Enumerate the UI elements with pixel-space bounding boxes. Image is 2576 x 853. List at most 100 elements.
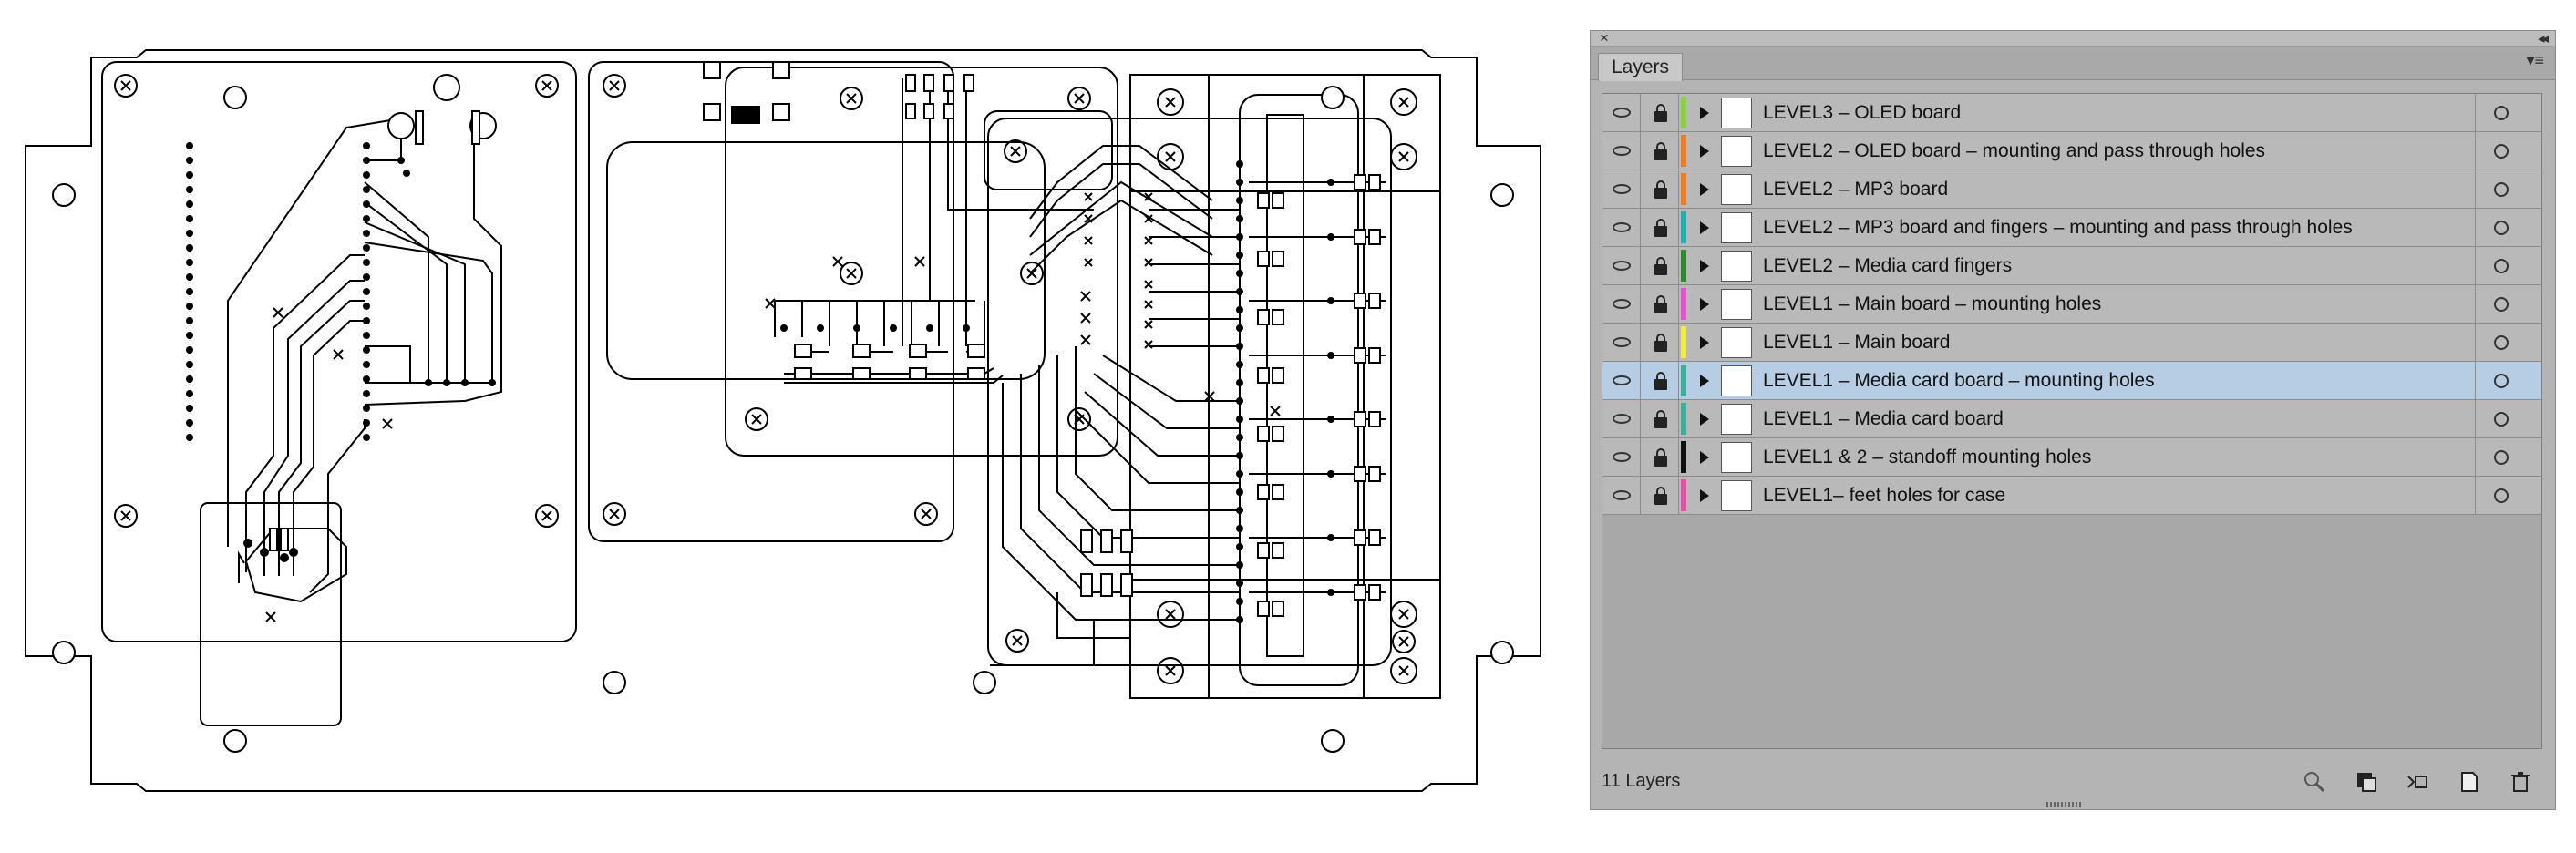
crossed-hole xyxy=(1390,657,1417,684)
divider xyxy=(2475,209,2476,246)
visibility-toggle[interactable] xyxy=(1602,400,1641,437)
expand-triangle-icon[interactable] xyxy=(1700,451,1709,464)
layer-name[interactable]: LEVEL2 – MP3 board xyxy=(1763,179,1949,200)
layer-row[interactable]: LEVEL1 – Main board xyxy=(1602,324,2541,362)
layer-name[interactable]: LEVEL2 – Media card fingers xyxy=(1763,255,2013,276)
target-circle-icon[interactable] xyxy=(2494,450,2509,465)
layer-name[interactable]: LEVEL2 – MP3 board and fingers – mountin… xyxy=(1763,217,2353,238)
mounting-hole xyxy=(603,671,626,694)
layer-name[interactable]: LEVEL1 – Main board xyxy=(1763,332,1951,353)
crossed-hole xyxy=(840,87,863,110)
lock-toggle[interactable] xyxy=(1641,477,1679,514)
layer-row[interactable]: LEVEL3 – OLED board xyxy=(1602,94,2541,132)
visibility-toggle[interactable] xyxy=(1602,247,1641,284)
layer-color-swatch xyxy=(1681,97,1686,128)
lock-toggle[interactable] xyxy=(1641,132,1679,170)
divider xyxy=(2475,132,2476,170)
lock-toggle[interactable] xyxy=(1641,362,1679,399)
layer-color-swatch xyxy=(1681,403,1686,435)
layer-row[interactable]: LEVEL2 – OLED board – mounting and pass … xyxy=(1602,132,2541,170)
create-sublayer-icon[interactable] xyxy=(2405,769,2430,795)
eye-icon xyxy=(1613,337,1631,347)
layer-row[interactable]: LEVEL2 – Media card fingers xyxy=(1602,247,2541,285)
layer-row[interactable]: LEVEL1 & 2 – standoff mounting holes xyxy=(1602,438,2541,477)
crossed-hole xyxy=(745,407,768,431)
mounting-hole xyxy=(52,641,76,664)
target-circle-icon[interactable] xyxy=(2494,259,2509,273)
panel-menu-icon[interactable]: ▾≡ xyxy=(2526,51,2544,69)
layer-color-swatch xyxy=(1681,288,1686,320)
expand-triangle-icon[interactable] xyxy=(1700,298,1709,311)
lock-toggle[interactable] xyxy=(1641,400,1679,437)
lock-icon xyxy=(1654,104,1667,122)
close-panel-icon[interactable]: × xyxy=(1600,29,1609,46)
layer-name[interactable]: LEVEL3 – OLED board xyxy=(1763,102,1962,123)
target-circle-icon[interactable] xyxy=(2494,488,2509,503)
layer-row[interactable]: LEVEL2 – MP3 board xyxy=(1602,170,2541,209)
divider xyxy=(2475,170,2476,208)
create-new-layer-icon[interactable] xyxy=(2457,769,2482,795)
expand-triangle-icon[interactable] xyxy=(1700,489,1709,502)
crossed-hole xyxy=(1020,262,1044,285)
layer-name[interactable]: LEVEL1 – Media card board – mounting hol… xyxy=(1763,370,2155,391)
layer-row[interactable]: LEVEL1– feet holes for case xyxy=(1602,477,2541,515)
expand-triangle-icon[interactable] xyxy=(1700,145,1709,158)
layer-thumbnail xyxy=(1721,365,1752,396)
make-clipping-mask-icon[interactable] xyxy=(2354,769,2379,795)
layer-name[interactable]: LEVEL1 – Media card board xyxy=(1763,408,2004,429)
target-circle-icon[interactable] xyxy=(2494,144,2509,159)
layer-row[interactable]: LEVEL1 – Media card board xyxy=(1602,400,2541,438)
artboard-drawing[interactable] xyxy=(0,0,1586,853)
layer-row[interactable]: LEVEL1 – Media card board – mounting hol… xyxy=(1602,362,2541,400)
layer-row[interactable]: LEVEL1 – Main board – mounting holes xyxy=(1602,285,2541,324)
delete-layer-icon[interactable] xyxy=(2508,769,2533,795)
visibility-toggle[interactable] xyxy=(1602,132,1641,170)
layer-row[interactable]: LEVEL2 – MP3 board and fingers – mountin… xyxy=(1602,209,2541,247)
lock-toggle[interactable] xyxy=(1641,324,1679,361)
resize-grip[interactable] xyxy=(2046,802,2083,807)
visibility-toggle[interactable] xyxy=(1602,438,1641,476)
layer-name[interactable]: LEVEL1 & 2 – standoff mounting holes xyxy=(1763,447,2092,468)
expand-triangle-icon[interactable] xyxy=(1700,375,1709,387)
expand-triangle-icon[interactable] xyxy=(1700,107,1709,119)
target-circle-icon[interactable] xyxy=(2494,335,2509,350)
expand-triangle-icon[interactable] xyxy=(1700,183,1709,196)
visibility-toggle[interactable] xyxy=(1602,324,1641,361)
visibility-toggle[interactable] xyxy=(1602,362,1641,399)
mounting-hole xyxy=(973,671,996,694)
expand-triangle-icon[interactable] xyxy=(1700,221,1709,234)
lock-toggle[interactable] xyxy=(1641,170,1679,208)
expand-triangle-icon[interactable] xyxy=(1700,413,1709,426)
collapse-panel-icon[interactable]: ◂◂ xyxy=(2537,31,2549,46)
divider xyxy=(2475,247,2476,284)
expand-triangle-icon[interactable] xyxy=(1700,260,1709,272)
target-circle-icon[interactable] xyxy=(2494,182,2509,197)
layer-name[interactable]: LEVEL2 – OLED board – mounting and pass … xyxy=(1763,140,2266,161)
visibility-toggle[interactable] xyxy=(1602,209,1641,246)
target-circle-icon[interactable] xyxy=(2494,106,2509,120)
target-circle-icon[interactable] xyxy=(2494,297,2509,312)
lock-toggle[interactable] xyxy=(1641,247,1679,284)
crossed-hole xyxy=(1390,143,1417,170)
visibility-toggle[interactable] xyxy=(1602,477,1641,514)
layer-thumbnail xyxy=(1721,480,1752,511)
mounting-hole xyxy=(223,86,247,109)
locate-object-icon[interactable] xyxy=(2302,769,2327,795)
expand-triangle-icon[interactable] xyxy=(1700,336,1709,349)
target-circle-icon[interactable] xyxy=(2494,374,2509,388)
visibility-toggle[interactable] xyxy=(1602,285,1641,323)
lock-toggle[interactable] xyxy=(1641,285,1679,323)
target-circle-icon[interactable] xyxy=(2494,412,2509,426)
layer-name[interactable]: LEVEL1– feet holes for case xyxy=(1763,485,2006,506)
media-frame xyxy=(1129,74,1441,699)
lock-toggle[interactable] xyxy=(1641,209,1679,246)
oled-board-outline xyxy=(725,67,1118,457)
visibility-toggle[interactable] xyxy=(1602,170,1641,208)
target-circle-icon[interactable] xyxy=(2494,221,2509,235)
lock-toggle[interactable] xyxy=(1641,438,1679,476)
visibility-toggle[interactable] xyxy=(1602,94,1641,131)
tab-layers[interactable]: Layers xyxy=(1598,53,1684,81)
lock-toggle[interactable] xyxy=(1641,94,1679,131)
layer-name[interactable]: LEVEL1 – Main board – mounting holes xyxy=(1763,293,2102,314)
